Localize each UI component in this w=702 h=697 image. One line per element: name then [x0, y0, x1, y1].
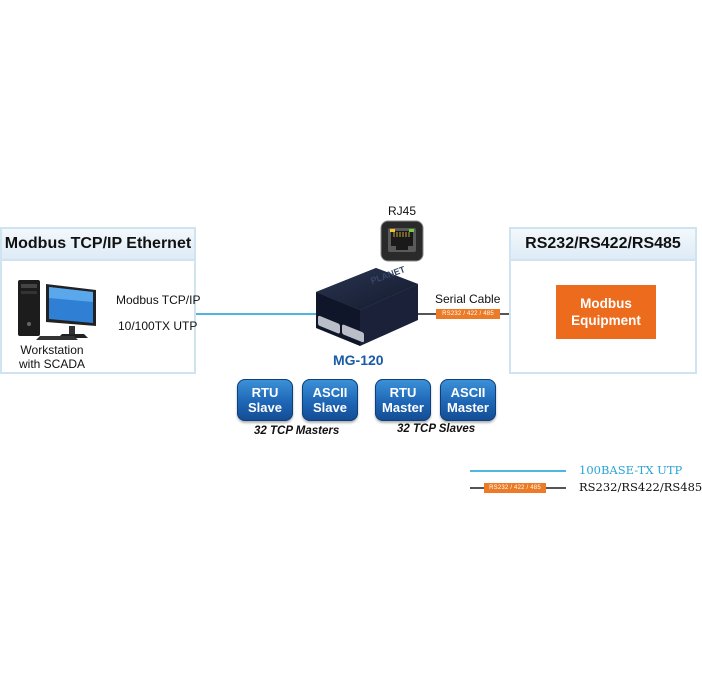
link-label-protocol: Modbus TCP/IP: [116, 293, 201, 307]
mode-ascii-slave-line2: Slave: [313, 400, 347, 415]
mode-ascii-master-button: ASCII Master: [440, 379, 496, 421]
link-label-speed: 10/100TX UTP: [118, 319, 198, 333]
workstation-label-line1: Workstation: [20, 343, 84, 357]
caption-tcp-masters: 32 TCP Masters: [254, 425, 340, 437]
modbus-equipment-line1: Modbus: [580, 296, 632, 311]
legend-utp-label: 100BASE-TX UTP: [579, 463, 683, 477]
workstation-label-line2: with SCADA: [18, 357, 86, 371]
mode-rtu-slave-button: RTU Slave: [237, 379, 293, 421]
mode-ascii-master-line1: ASCII: [450, 385, 486, 400]
modbus-equipment-line2: Equipment: [571, 313, 641, 328]
rs-serial-panel-title: RS232/RS422/RS485: [511, 229, 695, 261]
mode-rtu-master-line1: RTU: [389, 385, 417, 400]
mode-rtu-slave-line1: RTU: [251, 385, 279, 400]
mg-120-device-icon: PLANET: [316, 264, 418, 346]
workstation-label: Workstation with SCADA: [6, 343, 98, 371]
legend-serial-label: RS232/RS422/RS485: [579, 480, 702, 494]
mode-rtu-master-line2: Master: [382, 400, 424, 415]
mode-ascii-slave-button: ASCII Slave: [302, 379, 358, 421]
rj45-port-icon: [380, 220, 424, 262]
serial-cable-label: Serial Cable: [435, 292, 501, 306]
legend-serial-tag: RS232 / 422 / 485: [484, 483, 546, 493]
caption-tcp-slaves: 32 TCP Slaves: [397, 423, 476, 435]
workstation-icon: [18, 280, 96, 340]
serial-cable-tag: RS232 / 422 / 485: [436, 309, 500, 319]
modbus-tcp-panel-title: Modbus TCP/IP Ethernet: [2, 229, 194, 261]
device-model-label: MG-120: [333, 352, 384, 368]
mode-rtu-master-button: RTU Master: [375, 379, 431, 421]
modbus-equipment-box: Modbus Equipment: [556, 285, 656, 339]
mode-rtu-slave-line2: Slave: [248, 400, 282, 415]
mode-ascii-slave-line1: ASCII: [312, 385, 348, 400]
mode-ascii-master-line2: Master: [447, 400, 489, 415]
rj45-label: RJ45: [388, 204, 417, 218]
